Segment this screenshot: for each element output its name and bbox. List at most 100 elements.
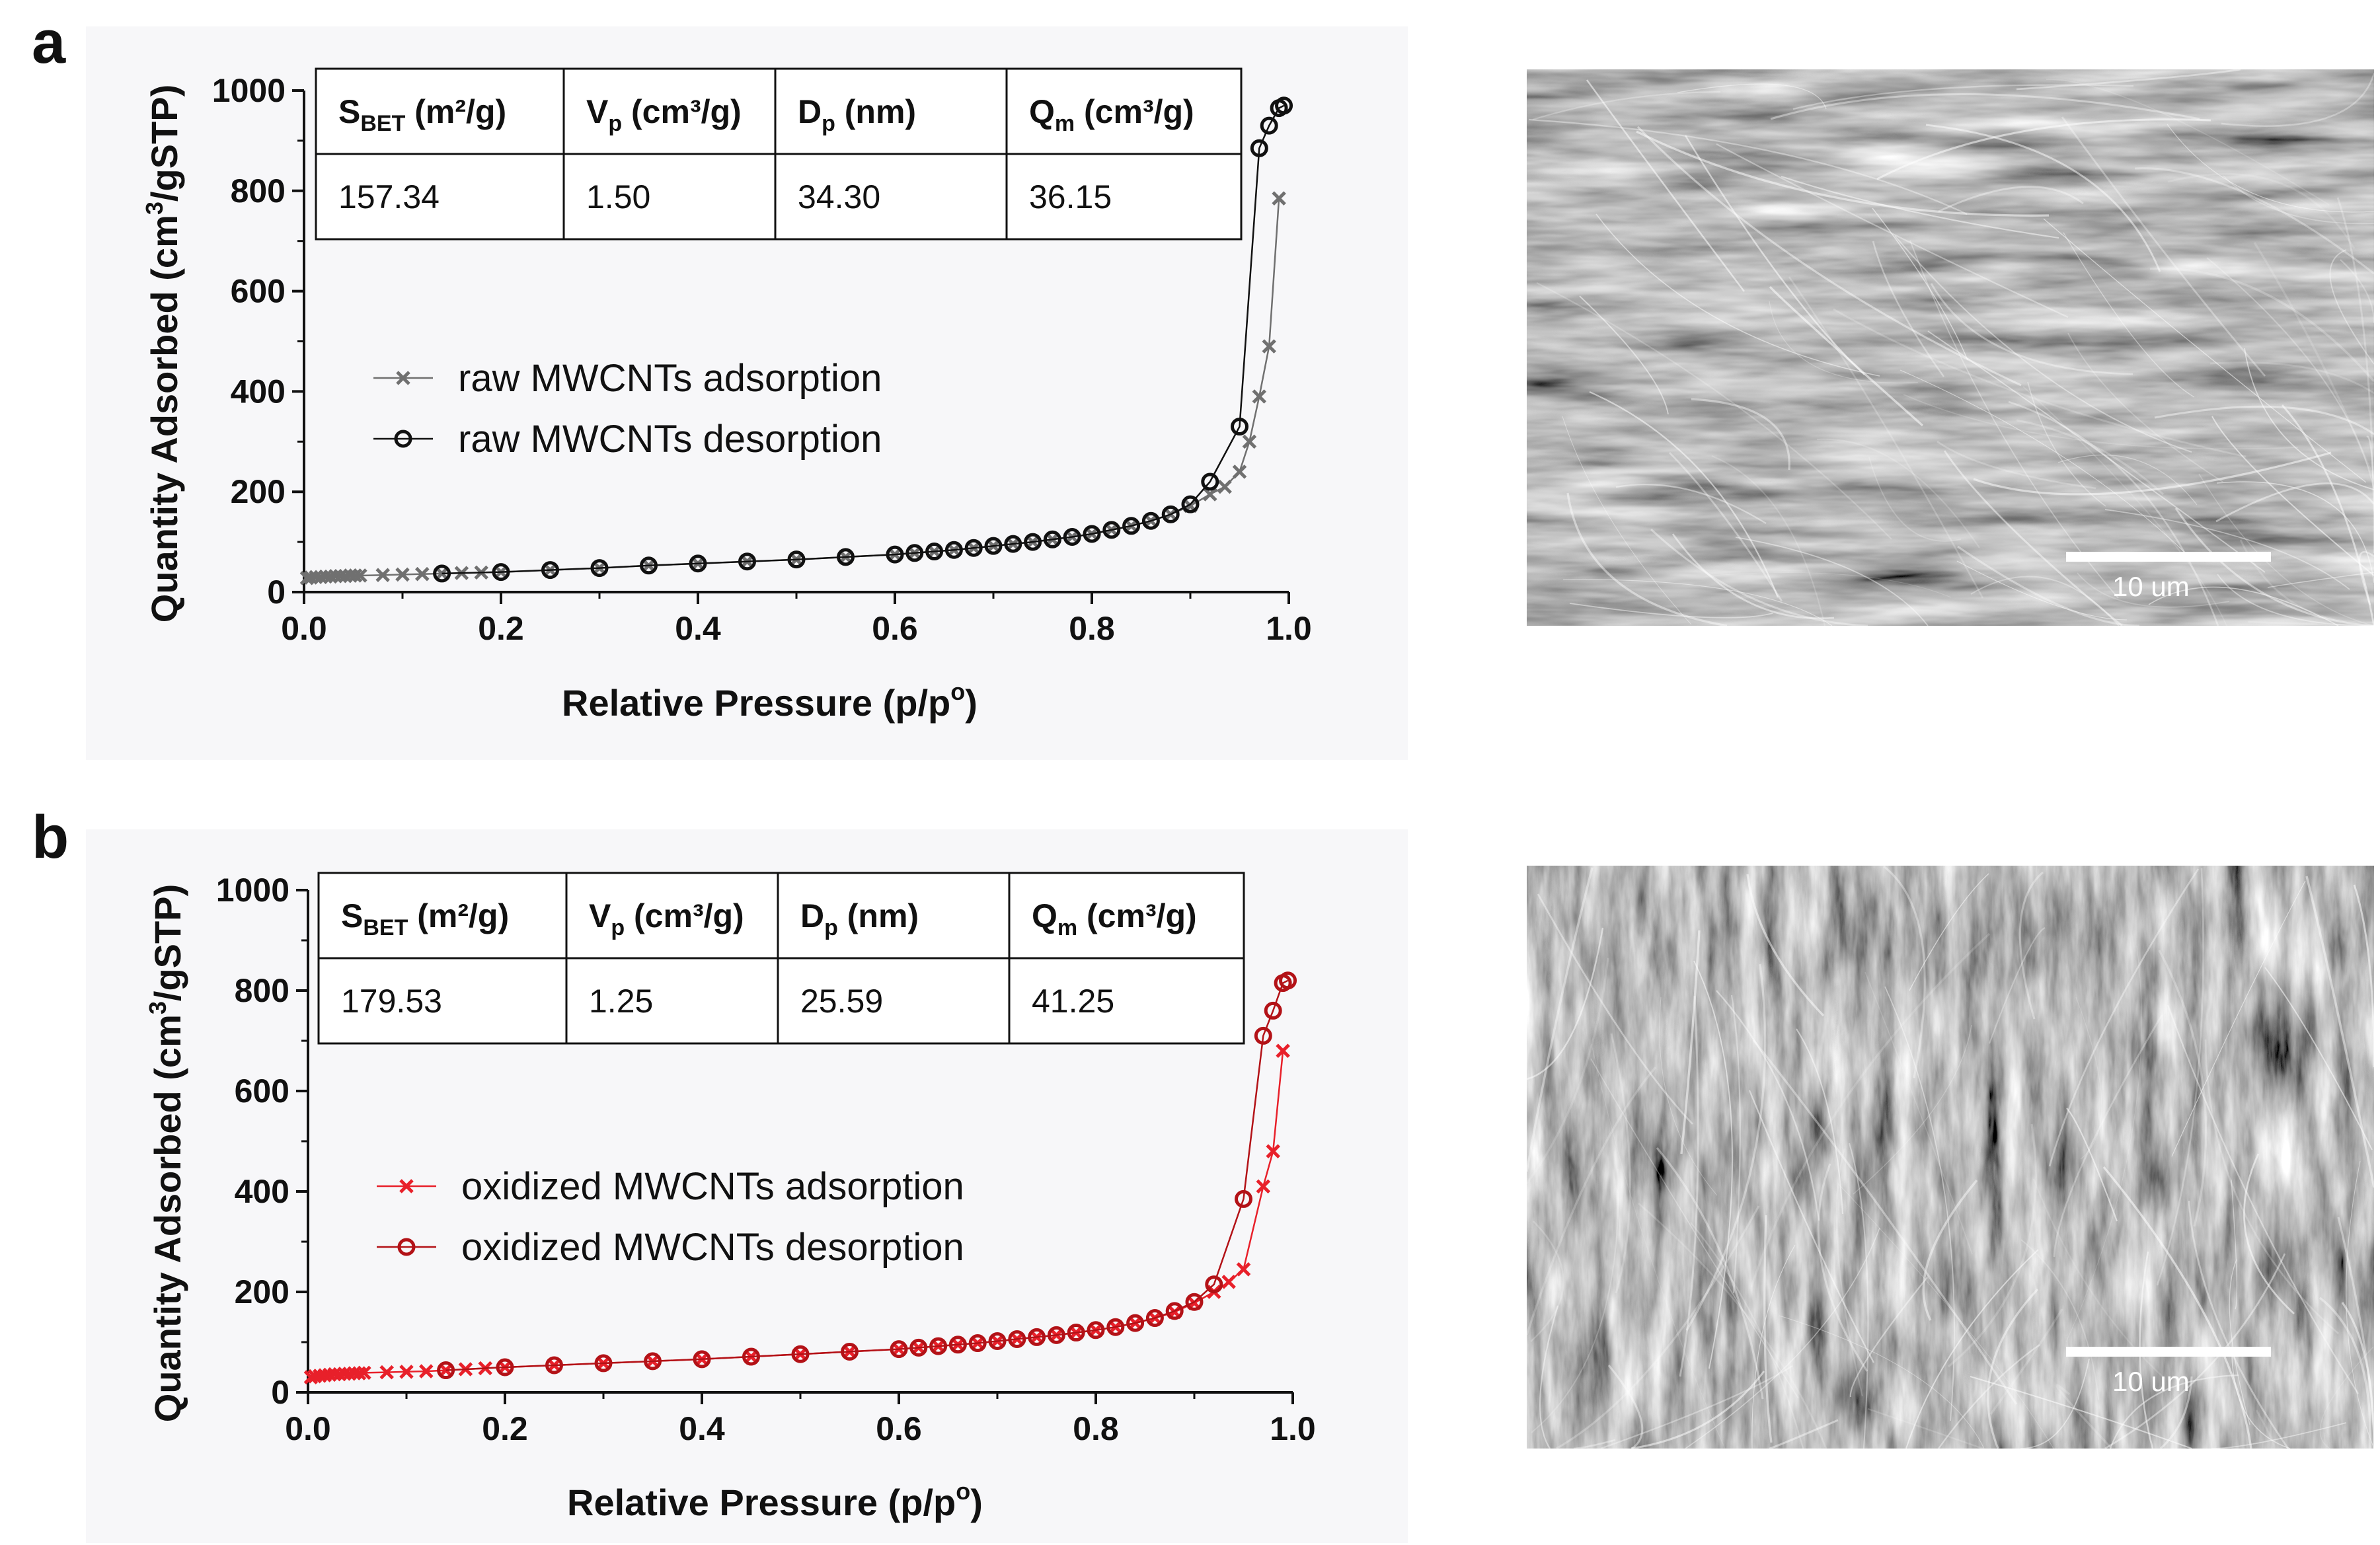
data-point-desorption	[738, 552, 756, 571]
nanotube-fiber	[1659, 997, 1718, 1196]
nanotube-fiber	[1872, 207, 1968, 361]
y-axis-title-b: Quantity Adsorbed (cm3/gSTP)	[144, 884, 188, 1422]
nanotube-fiber	[2253, 242, 2375, 480]
nanotube-fiber	[2020, 1358, 2090, 1449]
y-tick-label: 600	[231, 273, 286, 310]
nanotube-fiber	[1816, 438, 1980, 548]
legend-a: raw MWCNTs adsorption raw MWCNTs desorpti…	[373, 357, 882, 461]
nanotube-fiber	[1925, 124, 2161, 272]
legend-entry: raw MWCNTs adsorption	[373, 357, 882, 400]
nanotube-fiber	[1833, 308, 2246, 458]
nanotube-fiber	[2198, 473, 2375, 626]
data-point-desorption	[437, 1361, 455, 1380]
panel-b: b Quantity Adsorbed (cm3/gSTP) Relative …	[32, 804, 2375, 1543]
nanotube-fiber	[2167, 124, 2375, 213]
data-point-adsorption	[1236, 1262, 1251, 1277]
data-point-adsorption	[415, 566, 430, 582]
y-tick-label: 400	[235, 1173, 289, 1210]
nanotube-fiber	[2109, 1374, 2239, 1449]
nanotube-fiber	[2209, 361, 2375, 395]
x-tick-label: 1.0	[1270, 1410, 1316, 1447]
nanotube-fiber	[2057, 455, 2198, 506]
data-point-adsorption	[1217, 479, 1232, 494]
y-tick-label: 1000	[212, 72, 286, 109]
nanotube-fiber	[1525, 958, 1609, 1184]
nanotube-fiber	[1684, 135, 1865, 375]
nanotube-fiber	[1849, 1277, 1928, 1398]
nanotube-fiber	[1562, 416, 1692, 625]
data-point-desorption	[693, 1350, 711, 1369]
nanotube-fiber	[2223, 175, 2375, 225]
nanotube-fiber	[1938, 186, 2084, 213]
table-value-cell: 25.59	[800, 983, 883, 1020]
nanotube-fiber	[2319, 1346, 2374, 1449]
data-point-adsorption	[1266, 1144, 1280, 1158]
nanotube-fiber	[2063, 232, 2195, 398]
panel-a: a Quantity Adsorbed (cm3/gSTP) Relative …	[32, 9, 2375, 760]
data-point-desorption	[964, 539, 983, 557]
data-point-desorption	[644, 1352, 662, 1371]
nanotube-fiber	[2018, 871, 2044, 1020]
data-point-desorption	[541, 561, 559, 580]
nanotube-fiber	[1751, 1244, 1796, 1449]
nanotube-fiber	[1788, 276, 1984, 599]
nanotube-fiber	[1536, 282, 1892, 540]
data-point-adsorption	[348, 568, 363, 583]
nanotube-fiber	[1883, 865, 1926, 1078]
nanotube-fiber	[2366, 435, 2375, 554]
nanotube-fiber	[2221, 73, 2375, 128]
nanotube-fiber	[1957, 545, 2140, 627]
data-point-desorption	[1008, 1330, 1026, 1348]
data-point-desorption	[929, 1337, 948, 1355]
nanotube-fiber	[1752, 1039, 2018, 1405]
nanotube-fiber	[1590, 1058, 1799, 1399]
legend-label: raw MWCNTs desorption	[458, 418, 882, 461]
series-line-desorption	[445, 979, 1289, 1371]
nanotube-fiber	[1636, 126, 2022, 387]
table-value-cell: 1.50	[586, 178, 650, 215]
scale-bar-label-a: 10 um	[2112, 571, 2190, 602]
nanotube-fiber	[2211, 416, 2375, 576]
nanotube-fiber	[1607, 1365, 1644, 1450]
data-point-adsorption	[399, 1365, 414, 1379]
nanotube-fiber	[2046, 79, 2330, 206]
data-point-desorption	[1102, 521, 1121, 539]
nanotube-fiber	[2337, 1217, 2375, 1449]
data-point-desorption	[984, 537, 1003, 555]
nanotube-fiber	[1526, 927, 1604, 1080]
nanotube-fiber	[2061, 116, 2266, 377]
data-point-desorption	[1275, 96, 1293, 115]
data-point-desorption	[496, 1358, 514, 1376]
nanotube-fiber	[2281, 404, 2375, 626]
data-point-desorption	[1231, 418, 1248, 436]
nanotube-fiber	[1591, 1043, 1726, 1449]
nanotube-fiber	[1566, 492, 1728, 627]
data-point-desorption	[944, 541, 963, 559]
data-point-adsorption	[357, 1365, 371, 1380]
data-point-desorption	[1185, 1293, 1204, 1311]
nanotube-fiber	[1636, 130, 2050, 217]
nanotube-fiber	[1589, 391, 1779, 598]
sem-fibers-b	[1525, 865, 2375, 1450]
nanotube-fiber	[2215, 482, 2375, 523]
legend-marker	[397, 1238, 416, 1256]
nanotube-fiber	[2211, 1422, 2347, 1449]
nanotube-fiber	[1595, 213, 1880, 377]
legend-label: raw MWCNTs adsorption	[458, 357, 882, 400]
data-point-desorption	[1083, 525, 1101, 543]
nanotube-fiber	[1970, 576, 2120, 626]
data-point-adsorption	[434, 566, 449, 581]
nanotube-fiber	[2032, 1178, 2165, 1379]
series-line-desorption	[441, 104, 1285, 575]
x-axis-title-b: Relative Pressure (p/po)	[567, 1478, 983, 1523]
table-header-cell: Dp (nm)	[798, 93, 916, 136]
data-point-desorption	[890, 1340, 908, 1359]
plot-area-a	[299, 96, 1293, 585]
scale-bar-label-b: 10 um	[2112, 1366, 2190, 1397]
legend-label: oxidized MWCNTs desorption	[461, 1226, 964, 1269]
nanotube-fiber	[1531, 1168, 1619, 1433]
data-point-desorption	[1161, 505, 1180, 523]
nanotube-fiber	[2329, 249, 2375, 365]
nanotube-fiber	[2247, 621, 2375, 627]
data-point-desorption	[545, 1356, 563, 1375]
